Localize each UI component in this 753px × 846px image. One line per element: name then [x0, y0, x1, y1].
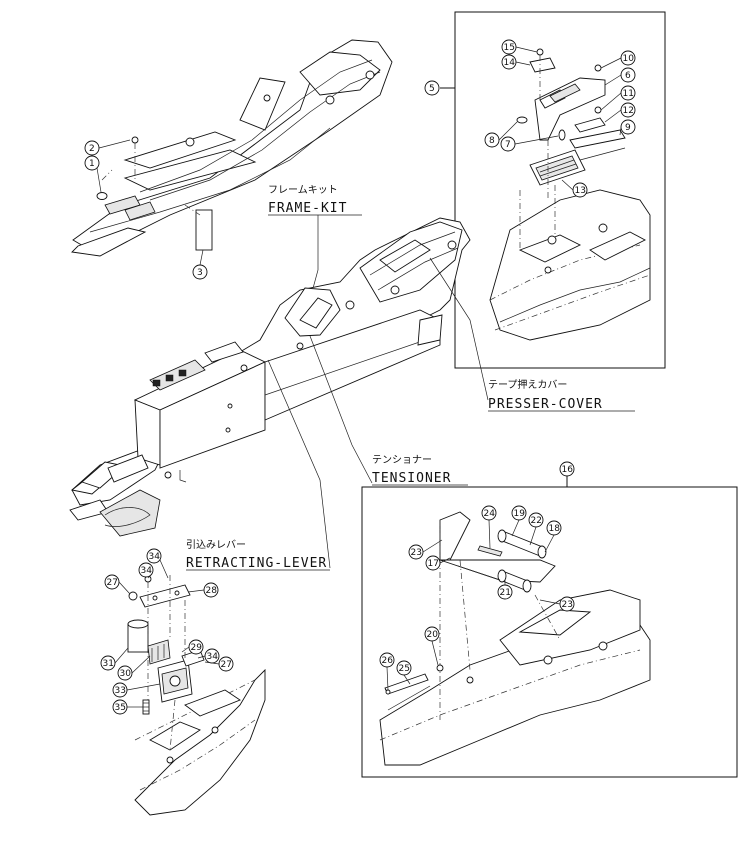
svg-text:25: 25 [399, 664, 410, 674]
callout-5: 5 [424, 80, 440, 96]
callout-9: 9 [620, 119, 636, 135]
callout-16: 16 [559, 461, 575, 477]
callout-34a: 34 [146, 548, 162, 564]
callout-27a: 27 [104, 574, 120, 590]
svg-text:22: 22 [531, 516, 542, 526]
callout-35: 35 [112, 699, 128, 715]
svg-text:26: 26 [382, 656, 394, 666]
callout-20: 20 [424, 626, 440, 642]
svg-text:20: 20 [427, 630, 439, 640]
presser-cover-inset-content [489, 48, 651, 341]
svg-text:3: 3 [197, 268, 203, 278]
tensioner-label-jp: テンショナー [372, 454, 432, 466]
retracting-lever-assembly [127, 575, 266, 816]
callout-17: 17 [425, 555, 441, 571]
callout-18: 18 [546, 520, 562, 536]
svg-text:9: 9 [625, 123, 631, 133]
svg-text:8: 8 [489, 136, 495, 146]
presser-cover-label-jp: テープ押えカバー [488, 378, 567, 391]
top-frame-part [71, 39, 393, 257]
svg-text:34: 34 [149, 552, 161, 562]
callout-19: 19 [511, 505, 527, 521]
svg-text:33: 33 [115, 686, 126, 696]
callout-23a: 23 [408, 544, 424, 560]
svg-text:30: 30 [120, 669, 132, 679]
frame-kit-label-jp: フレームキット [268, 184, 338, 196]
callout-2: 2 [84, 140, 100, 156]
callout-12: 12 [620, 102, 636, 118]
svg-text:13: 13 [575, 186, 586, 196]
svg-text:35: 35 [115, 703, 126, 713]
svg-text:31: 31 [103, 659, 114, 669]
svg-text:7: 7 [505, 140, 511, 150]
svg-text:6: 6 [625, 71, 631, 81]
svg-text:23: 23 [411, 548, 422, 558]
svg-text:2: 2 [89, 144, 95, 154]
svg-text:10: 10 [623, 54, 635, 64]
callout-29: 29 [188, 639, 204, 655]
callout-14: 14 [501, 54, 517, 70]
svg-text:14: 14 [504, 58, 516, 68]
svg-text:16: 16 [562, 465, 574, 475]
svg-text:24: 24 [484, 509, 496, 519]
callout-6: 6 [620, 67, 636, 83]
callout-25: 25 [396, 660, 412, 676]
svg-text:29: 29 [191, 643, 203, 653]
svg-text:19: 19 [514, 509, 526, 519]
presser-cover-label-en: PRESSER-COVER [488, 397, 603, 412]
svg-text:11: 11 [623, 89, 634, 99]
presser-cover-inset-frame [454, 11, 666, 369]
svg-text:1: 1 [89, 159, 95, 169]
svg-text:15: 15 [504, 43, 515, 53]
callout-33: 33 [112, 682, 128, 698]
main-feeder-body [69, 217, 471, 537]
callout-34b: 34 [204, 648, 220, 664]
tensioner-inset-content [379, 511, 651, 766]
callout-13: 13 [572, 182, 588, 198]
callout-1: 1 [84, 155, 100, 171]
callout-10: 10 [620, 50, 636, 66]
callout-26: 26 [379, 652, 395, 668]
tensioner-inset-frame [361, 486, 738, 778]
retracting-lever-label-jp: 引込みレバー [186, 539, 246, 551]
callout-30: 30 [117, 665, 133, 681]
tensioner-label-en: TENSIONER [372, 471, 451, 486]
svg-text:34: 34 [207, 652, 219, 662]
callout-11: 11 [620, 85, 636, 101]
callout-32: 34 [138, 562, 154, 578]
callout-22: 22 [528, 512, 544, 528]
svg-text:27: 27 [221, 660, 232, 670]
frame-kit-label-en: FRAME-KIT [268, 201, 347, 216]
svg-text:23: 23 [562, 600, 573, 610]
svg-text:18: 18 [549, 524, 561, 534]
svg-text:5: 5 [429, 84, 435, 94]
callout-3: 3 [192, 264, 208, 280]
callout-23b: 23 [559, 596, 575, 612]
retracting-lever-label-en: RETRACTING-LEVER [186, 556, 327, 571]
callout-7: 7 [500, 136, 516, 152]
svg-text:28: 28 [206, 586, 218, 596]
callout-24: 24 [481, 505, 497, 521]
svg-text:21: 21 [500, 588, 511, 598]
svg-text:12: 12 [623, 106, 634, 116]
callout-27b: 27 [218, 656, 234, 672]
svg-text:17: 17 [428, 559, 439, 569]
callout-8: 8 [484, 132, 500, 148]
callout-31: 31 [100, 655, 116, 671]
svg-text:34: 34 [141, 566, 153, 576]
callout-15: 15 [501, 39, 517, 55]
callout-28: 28 [203, 582, 219, 598]
callout-21: 21 [497, 584, 513, 600]
svg-text:27: 27 [107, 578, 118, 588]
